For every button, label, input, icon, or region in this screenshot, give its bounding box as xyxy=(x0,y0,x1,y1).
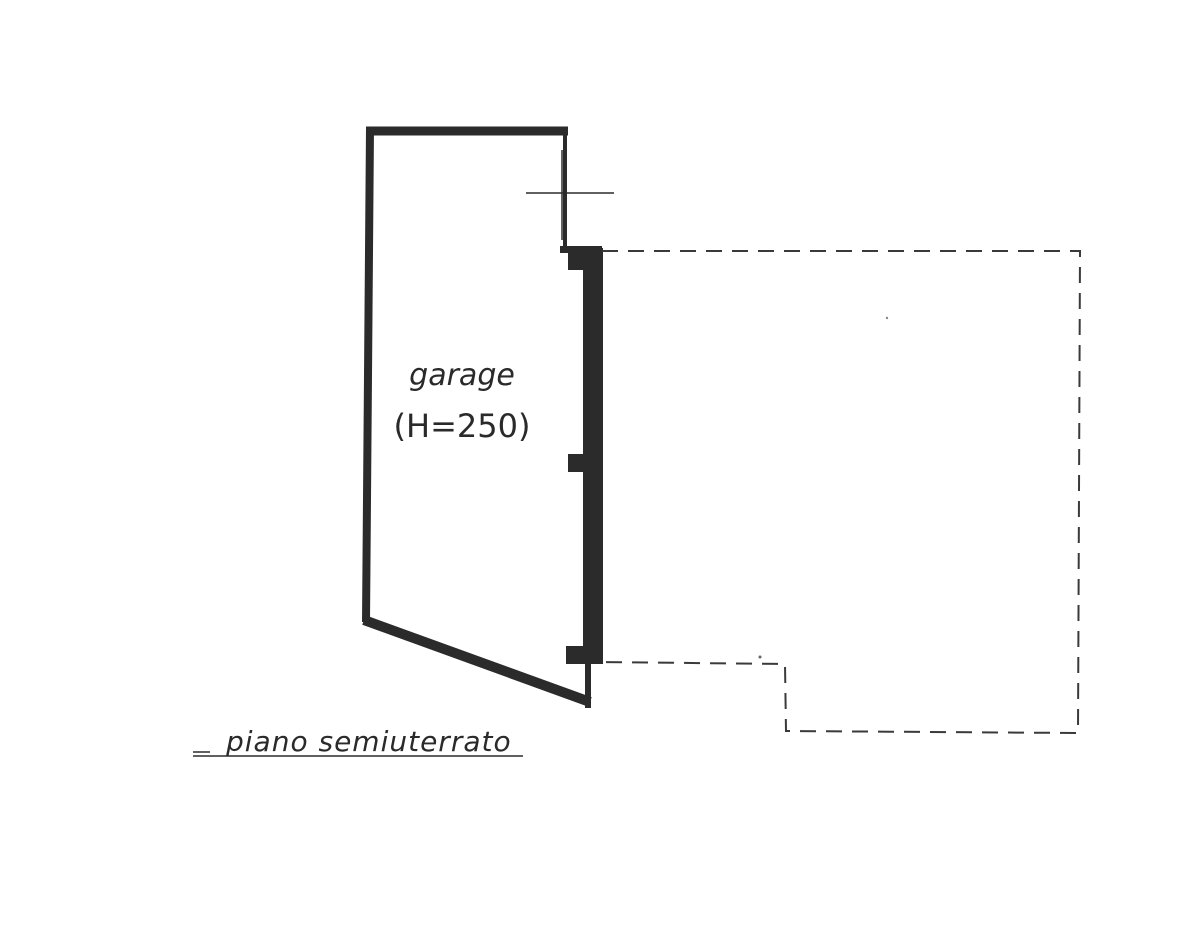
thick-wall-main xyxy=(583,248,603,664)
garage-walls xyxy=(362,126,592,708)
adjacent-footprint-dashed-outline xyxy=(599,250,1082,735)
pilaster-top xyxy=(568,250,586,270)
garage-right-thick-wall xyxy=(560,246,603,664)
floor-level-label: piano semiuterrato xyxy=(225,725,512,758)
room-name-label: garage xyxy=(409,358,515,393)
pilaster-middle xyxy=(568,454,586,472)
room-height-label: (H=250) xyxy=(394,407,531,445)
garage-bottom-wall xyxy=(362,615,592,707)
scan-speck xyxy=(885,316,889,320)
reference-cross-mark xyxy=(526,150,614,240)
pilaster-bottom xyxy=(566,646,586,664)
scan-speck xyxy=(758,655,762,659)
garage-left-wall xyxy=(362,127,374,623)
wall-corner-top xyxy=(560,246,602,253)
